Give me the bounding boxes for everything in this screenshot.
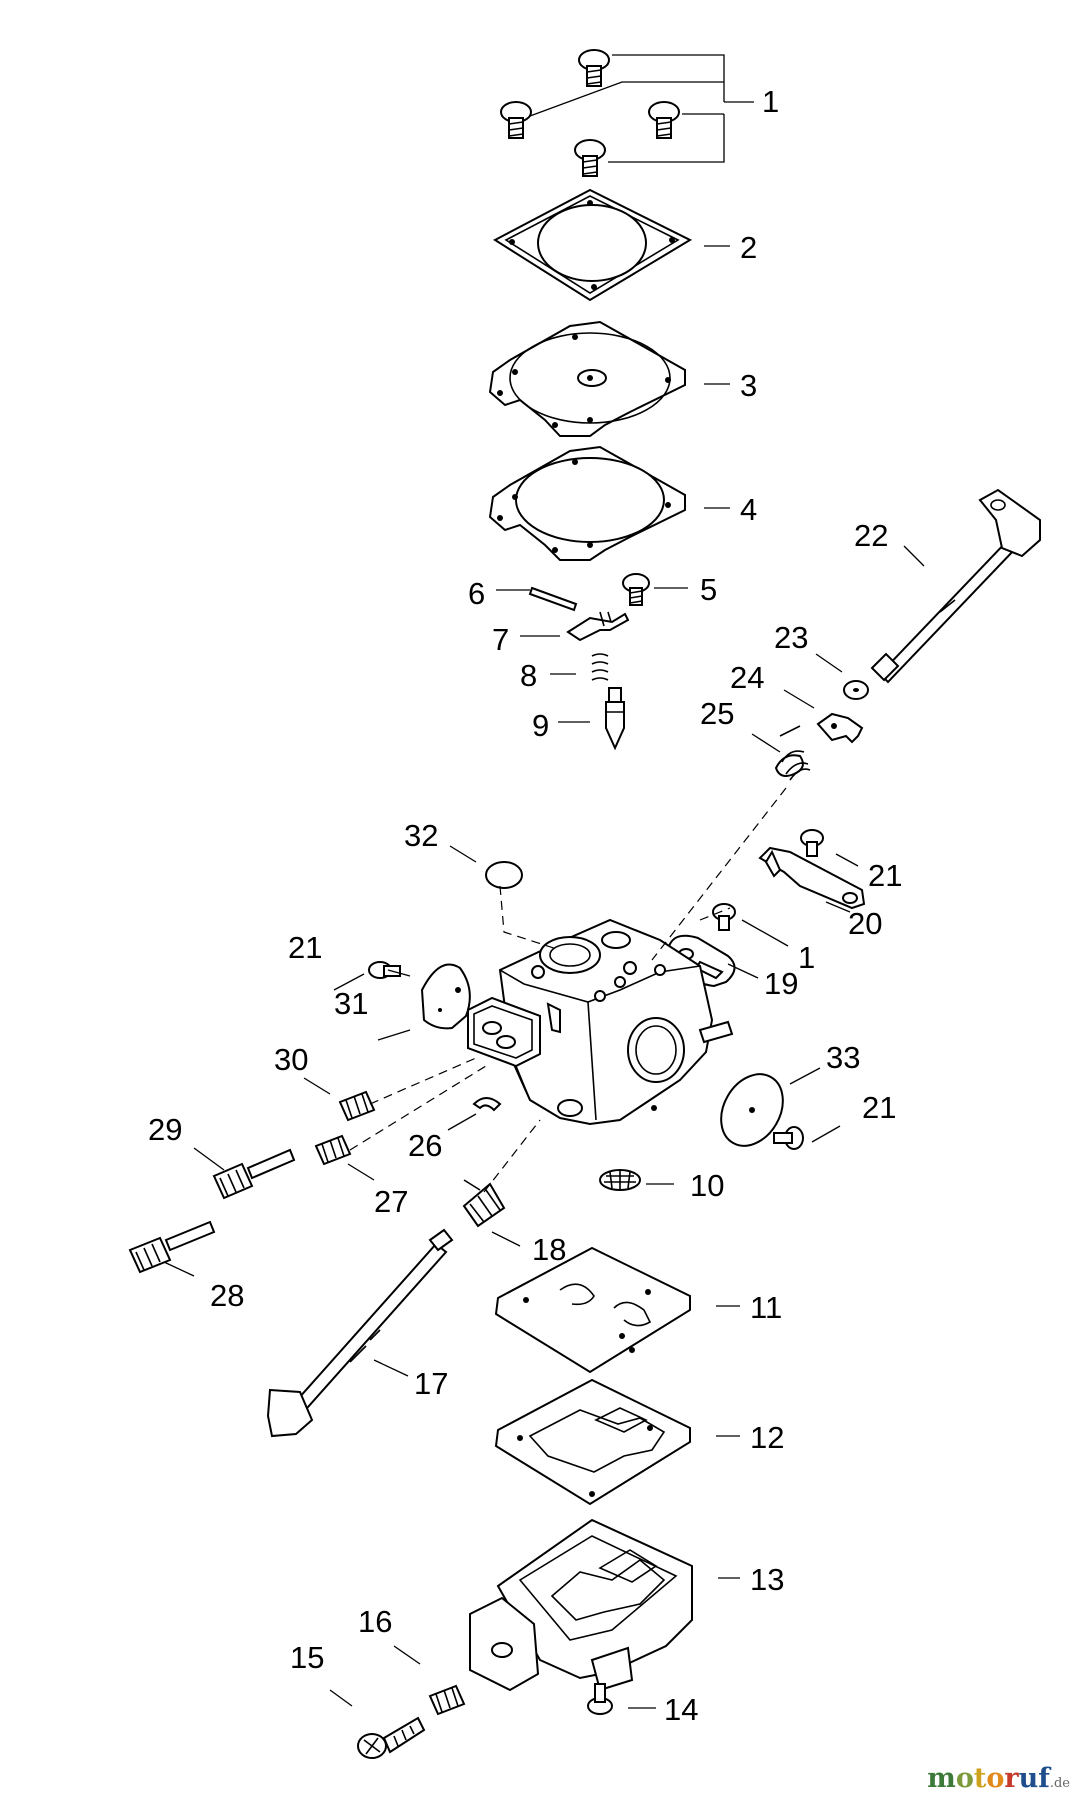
throttle-shaft-22 — [870, 488, 1041, 684]
callout-1: 1 — [762, 84, 779, 119]
needle-valve-assembly — [528, 573, 650, 751]
screw-icon — [587, 1683, 613, 1715]
callout-1b: 1 — [798, 940, 815, 975]
callout-11: 11 — [750, 1290, 782, 1325]
callout-21c: 21 — [862, 1090, 896, 1125]
callout-33: 33 — [826, 1040, 860, 1075]
spring-18 — [462, 1179, 506, 1228]
watermark-letter: o — [955, 1763, 974, 1794]
screw-15 — [357, 1716, 426, 1759]
callout-23: 23 — [774, 620, 808, 655]
leader-line — [529, 54, 754, 163]
carburetor-body — [467, 918, 734, 1126]
gasket-4 — [488, 445, 686, 561]
screw-group-top — [500, 49, 754, 177]
callout-26: 26 — [408, 1128, 442, 1163]
watermark-letter: t — [973, 1763, 987, 1794]
callout-10: 10 — [690, 1168, 724, 1203]
washer-23 — [843, 680, 869, 700]
screw-icon — [800, 829, 824, 857]
watermark-logo: motoruf.de — [927, 1763, 1070, 1794]
callout-6: 6 — [468, 576, 485, 611]
lever-7 — [566, 611, 630, 642]
screw-icon — [574, 139, 606, 177]
filter-screen-10 — [599, 1169, 641, 1191]
screw-icon — [368, 961, 401, 979]
cover-33 — [720, 1073, 784, 1147]
spring-16 — [428, 1684, 466, 1716]
callout-27: 27 — [374, 1184, 408, 1219]
watermark-letter: m — [927, 1763, 956, 1794]
screw-icon — [500, 101, 532, 139]
callout-25: 25 — [700, 696, 734, 731]
callout-16: 16 — [358, 1604, 392, 1639]
gasket-12 — [494, 1378, 691, 1506]
cover-31 — [420, 963, 471, 1030]
callout-17: 17 — [414, 1366, 448, 1401]
plug-32 — [485, 861, 523, 889]
callout-28: 28 — [210, 1278, 244, 1313]
adjusting-screw-29 — [212, 1148, 296, 1200]
watermark-letter: f — [1038, 1763, 1050, 1794]
callout-4: 4 — [740, 492, 757, 527]
callout-5: 5 — [700, 572, 717, 607]
spring-8 — [591, 653, 609, 681]
screw-icon — [773, 1126, 804, 1150]
screw-icon — [622, 573, 650, 606]
clip-26 — [472, 1097, 502, 1112]
callout-24: 24 — [730, 660, 764, 695]
gasket-11 — [494, 1246, 691, 1374]
callout-18: 18 — [532, 1232, 566, 1267]
callout-15: 15 — [290, 1640, 324, 1675]
watermark-letter: r — [1004, 1763, 1019, 1794]
callout-12: 12 — [750, 1420, 784, 1455]
callout-31: 31 — [334, 986, 368, 1021]
leader-lines — [163, 245, 925, 1709]
callout-3: 3 — [740, 368, 757, 403]
throttle-lever-24 — [816, 712, 864, 744]
callout-7: 7 — [492, 622, 509, 657]
screw-icon — [648, 101, 680, 139]
spring-27 — [314, 1134, 352, 1166]
watermark-suffix: .de — [1049, 1776, 1070, 1791]
diaphragm-gasket-2 — [493, 188, 693, 302]
watermark-letter: o — [986, 1763, 1005, 1794]
callout-2: 2 — [740, 230, 757, 265]
metering-diaphragm-3 — [488, 320, 686, 437]
callout-32: 32 — [404, 818, 438, 853]
screw-icon — [578, 49, 610, 87]
callout-8: 8 — [520, 658, 537, 693]
choke-shaft-17 — [266, 1228, 454, 1438]
callout-labels: 1 2 3 4 5 6 7 8 9 10 11 12 13 14 15 16 1… — [148, 84, 902, 1727]
callout-21b: 21 — [288, 930, 322, 965]
pin-6 — [528, 586, 578, 612]
callout-13: 13 — [750, 1562, 784, 1597]
callout-30: 30 — [274, 1042, 308, 1077]
watermark-letters: motoruf — [927, 1763, 1050, 1794]
spring-30 — [338, 1090, 376, 1122]
callout-22: 22 — [854, 518, 888, 553]
assembly-lines — [349, 787, 787, 1193]
pump-cover-13 — [469, 1518, 693, 1692]
spring-25 — [774, 725, 811, 781]
callout-21: 21 — [868, 858, 902, 893]
callout-20: 20 — [848, 906, 882, 941]
watermark-letter: u — [1018, 1763, 1039, 1794]
adjusting-screw-28 — [128, 1220, 216, 1274]
callout-9: 9 — [532, 708, 549, 743]
callout-29: 29 — [148, 1112, 182, 1147]
screw-icon — [712, 903, 736, 931]
callout-14: 14 — [664, 1692, 698, 1727]
needle-9 — [605, 687, 625, 751]
callout-19: 19 — [764, 966, 798, 1001]
lever-20 — [758, 846, 866, 910]
